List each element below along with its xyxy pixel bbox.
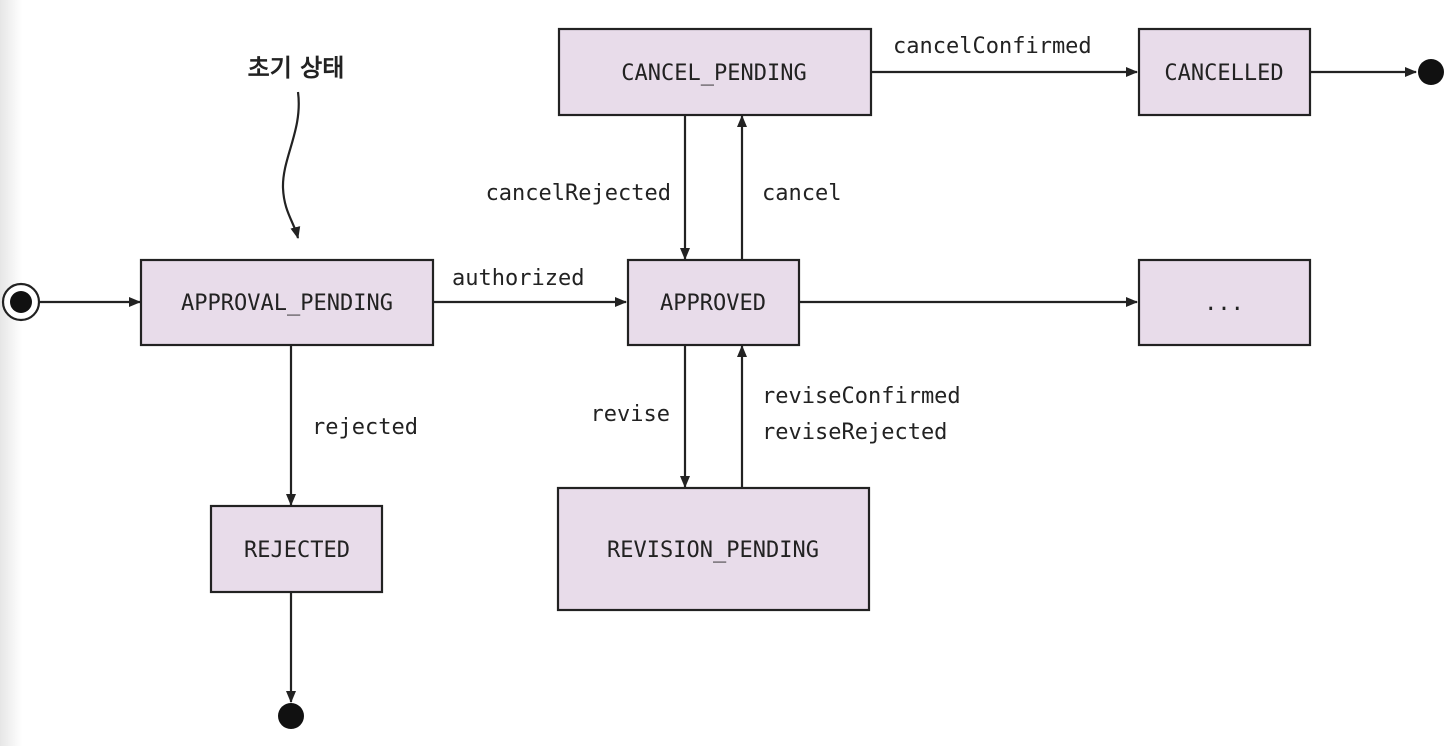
state-cancel-pending: CANCEL_PENDING: [557, 27, 873, 117]
transition-label-cancel-rejected: cancelRejected: [486, 181, 671, 206]
transition-label-revise-confirmed: reviseConfirmed: [762, 384, 961, 409]
state-approved: APPROVED: [626, 258, 801, 347]
state-more: ...: [1137, 258, 1312, 347]
state-approval-pending: APPROVAL_PENDING: [139, 258, 435, 347]
state-label: APPROVED: [660, 291, 766, 316]
transition-label-revise: revise: [591, 402, 670, 427]
initial-state-annotation-arrow: [281, 91, 301, 239]
transition-label-cancel-confirmed: cancelConfirmed: [893, 34, 1092, 59]
left-edge-shadow: [0, 0, 22, 746]
state-label: CANCEL_PENDING: [621, 61, 806, 86]
state-label: REVISION_PENDING: [607, 538, 819, 563]
transition-label-rejected: rejected: [312, 415, 418, 440]
state-label: APPROVAL_PENDING: [181, 291, 393, 316]
initial-state-node: [1, 282, 41, 322]
state-label: REJECTED: [244, 538, 350, 563]
final-state-node-rejected: [278, 703, 304, 729]
state-rejected: REJECTED: [209, 504, 384, 594]
state-label: ...: [1204, 291, 1244, 316]
transition-label-cancel: cancel: [762, 181, 841, 206]
transition-label-revise-rejected: reviseRejected: [762, 420, 947, 445]
initial-state-annotation: 초기 상태: [248, 54, 345, 82]
state-cancelled: CANCELLED: [1137, 27, 1312, 117]
final-state-node-cancelled: [1418, 59, 1444, 85]
transition-label-authorized: authorized: [452, 266, 584, 291]
state-revision-pending: REVISION_PENDING: [556, 486, 871, 612]
state-label: CANCELLED: [1164, 61, 1283, 86]
